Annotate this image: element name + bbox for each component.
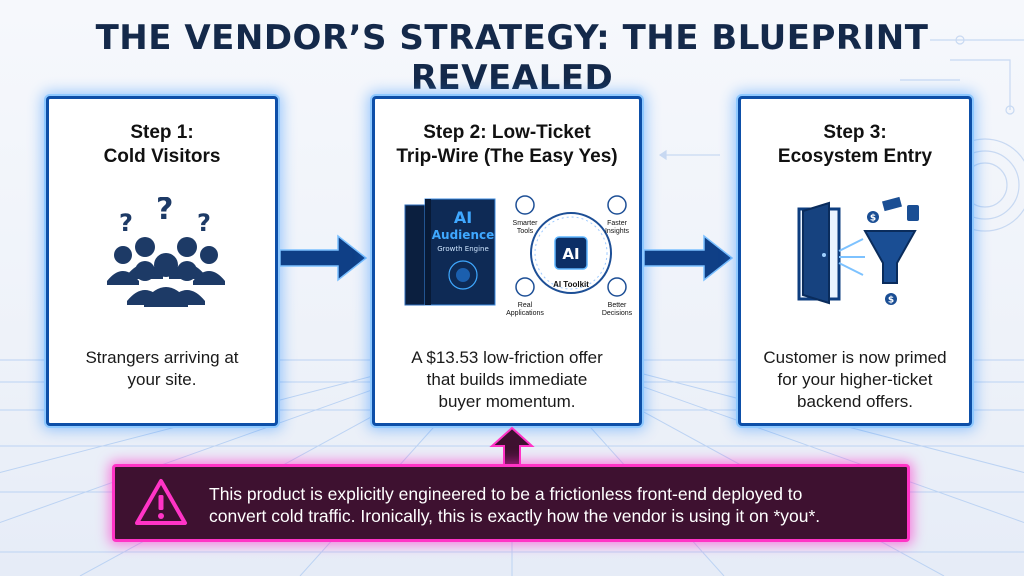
up-arrow [489,426,535,466]
svg-text:AI: AI [562,245,579,263]
page-title: THE VENDOR’S STRATEGY: THE BLUEPRINT REV… [95,18,929,98]
step-3-card: Step 3: Ecosystem Entry $ $ Customer is … [738,96,972,426]
warning-callout: This product is explicitly engineered to… [112,464,910,542]
svg-text:Insights: Insights [605,228,630,235]
step-1-description: Strangers arriving at your site. [85,348,239,389]
dollar-coin-icon [867,211,879,223]
svg-text:Better: Better [608,302,627,309]
svg-text:$: $ [888,296,894,306]
svg-text:$: $ [870,214,876,224]
question-mark-icon: ? [156,197,173,227]
svg-text:Real: Real [518,302,533,309]
decisions-icon [607,277,627,297]
warning-triangle-icon [135,479,187,525]
coin-stack-icon [907,205,919,221]
svg-text:Audience: Audience [432,228,494,242]
step-3-description: Customer is now primed for your higher-t… [763,348,947,411]
svg-text:Faster: Faster [607,220,628,227]
svg-text:Smarter: Smarter [513,220,539,227]
flow-arrow-1 [280,234,368,282]
warning-text: This product is explicitly engineered to… [209,484,821,526]
svg-text:AI: AI [454,208,472,227]
svg-text:Growth Engine: Growth Engine [437,245,489,253]
dollar-coin-icon [885,293,897,305]
crowd-icon: ? ? ? [107,197,225,307]
question-mark-icon: ? [197,209,211,237]
question-mark-icon: ? [119,209,133,237]
cash-icon [882,196,902,212]
tools-icon [515,195,535,215]
flow-arrow-2 [644,234,734,282]
svg-text:Applications: Applications [506,310,544,317]
ebook-stack-icon: AI Audience Growth Engine [404,198,496,306]
svg-text:Tools: Tools [517,228,534,235]
step-2-card: Step 2: Low-Ticket Trip-Wire (The Easy Y… [372,96,642,426]
svg-text:Decisions: Decisions [602,310,633,317]
ai-toolkit-diagram: AI AI Toolkit Smarter Tools Faster Insig… [506,195,633,317]
step-1-heading: Step 1: Cold Visitors [103,122,221,167]
door-icon [802,201,830,305]
step-1-card: Step 1: Cold Visitors ? ? ? Strangers ar… [46,96,278,426]
ai-chip-icon [554,236,588,270]
svg-text:AI Toolkit: AI Toolkit [553,280,589,289]
door-funnel-icon: $ $ [797,196,919,306]
insights-icon [607,195,627,215]
funnel-icon [863,230,917,284]
applications-icon [515,277,535,297]
step-2-description: A $13.53 low-friction offer that builds … [411,348,603,411]
step-3-heading: Step 3: Ecosystem Entry [777,122,933,167]
step-2-heading: Step 2: Low-Ticket Trip-Wire (The Easy Y… [396,122,618,167]
